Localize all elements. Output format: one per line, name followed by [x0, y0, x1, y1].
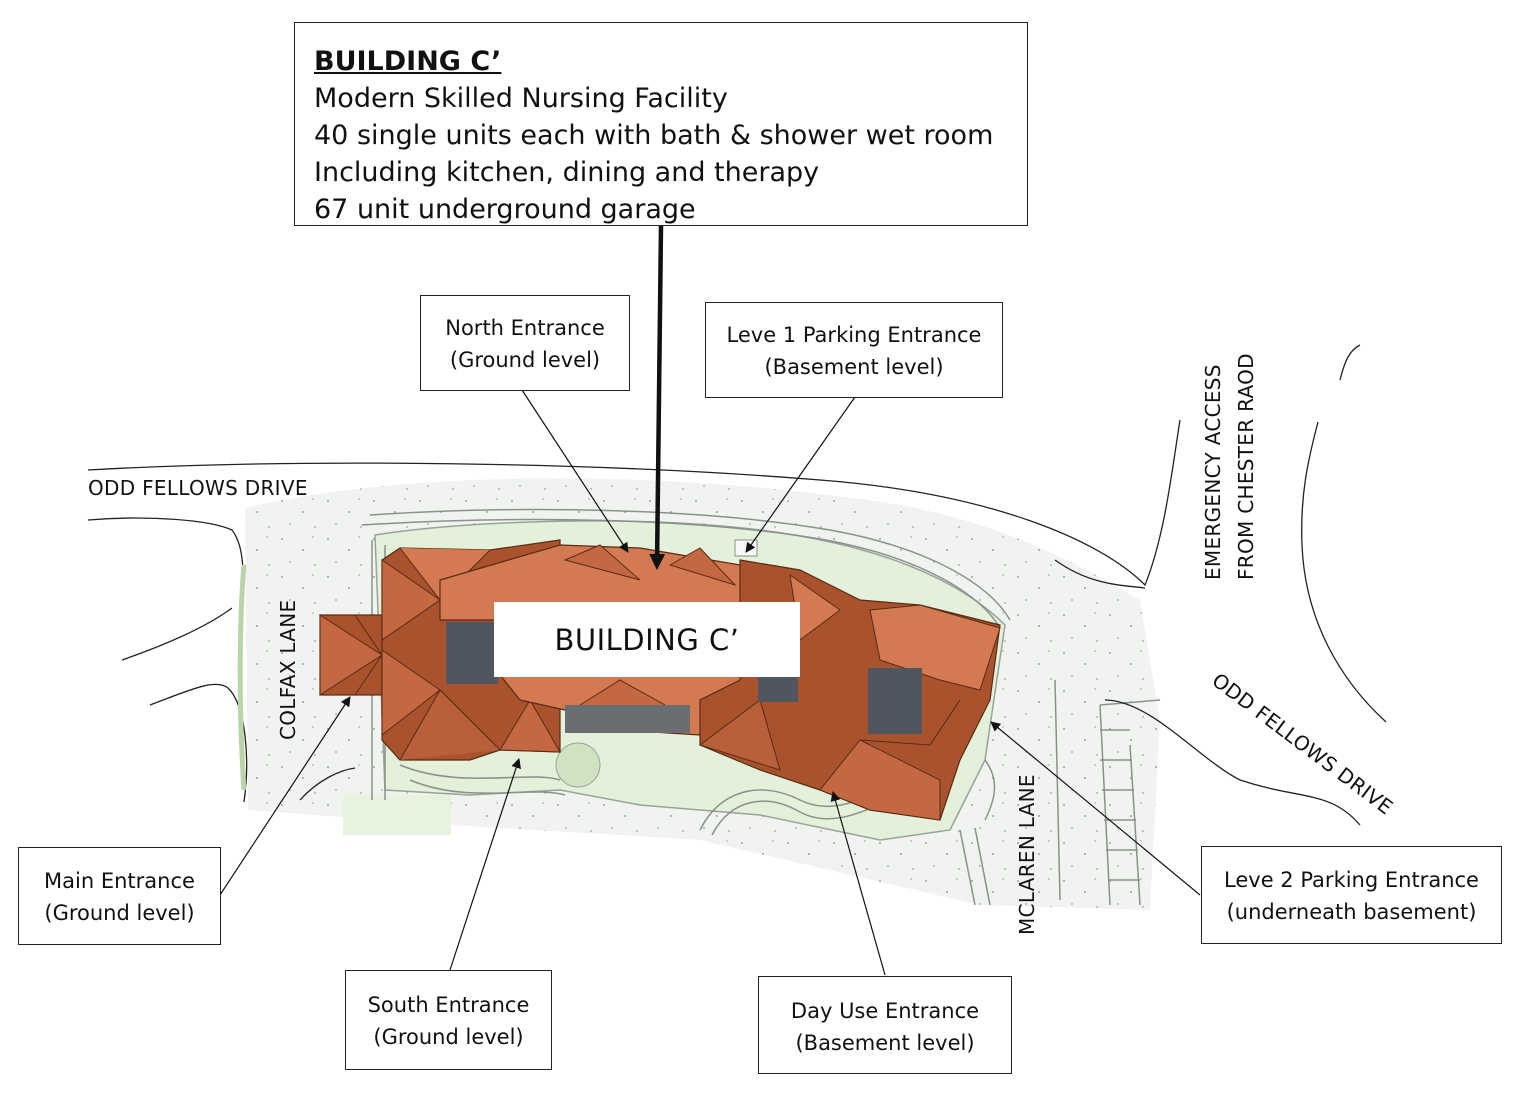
- leader-south: [449, 758, 521, 971]
- building-line-4: 67 unit underground garage: [314, 194, 696, 225]
- walkways: [361, 508, 1011, 906]
- north-entrance-name: North Entrance: [445, 316, 605, 340]
- street-odd-fellows-west: ODD FELLOWS DRIVE: [88, 476, 308, 500]
- street-mclaren-lane: MCLAREN LANE: [1015, 774, 1039, 935]
- building-line-2: 40 single units each with bath & shower …: [314, 120, 994, 151]
- south-entrance-level: (Ground level): [373, 1025, 524, 1049]
- building-line-1: Modern Skilled Nursing Facility: [314, 83, 728, 114]
- lawn-strip-west: [237, 564, 247, 791]
- main-entrance-level: (Ground level): [44, 901, 195, 925]
- north-entrance-level: (Ground level): [449, 348, 601, 372]
- leader-lines: [219, 225, 1201, 976]
- leader-building: [649, 225, 666, 570]
- level1-parking-entrance-level: (Basement level): [764, 355, 944, 379]
- south-entrance-box: South Entrance (Ground level): [345, 970, 552, 1070]
- level2-parking-entrance-level: (underneath basement): [1226, 900, 1477, 924]
- leader-level2: [990, 721, 1201, 896]
- building-plate-label: BUILDING C’: [494, 602, 800, 677]
- main-entrance-name: Main Entrance: [44, 869, 195, 893]
- level1-parking-entrance-box: Leve 1 Parking Entrance (Basement level): [705, 302, 1003, 398]
- level2-parking-entrance-name: Leve 2 Parking Entrance: [1224, 868, 1479, 892]
- main-entrance-box: Main Entrance (Ground level): [18, 847, 221, 945]
- road-lines: [87, 344, 1387, 826]
- level2-parking-entrance-box: Leve 2 Parking Entrance (underneath base…: [1201, 846, 1502, 944]
- day-use-entrance-name: Day Use Entrance: [790, 999, 980, 1023]
- south-entrance-name: South Entrance: [367, 993, 530, 1017]
- building-line-3: Including kitchen, dining and therapy: [314, 157, 820, 188]
- emergency-access-line-2: FROM CHESTER RAOD: [1234, 353, 1258, 580]
- building-plate-text: BUILDING C’: [554, 622, 740, 657]
- leader-main: [219, 696, 351, 896]
- emergency-access-line-1: EMERGENCY ACCESS: [1201, 364, 1225, 580]
- parking-stalls: [1054, 679, 1161, 906]
- building-description-box: BUILDING C’ Modern Skilled Nursing Facil…: [294, 22, 1028, 226]
- level1-parking-entrance-name: Leve 1 Parking Entrance: [726, 323, 982, 347]
- street-colfax-lane: COLFAX LANE: [276, 599, 300, 740]
- day-use-entrance-level: (Basement level): [795, 1031, 975, 1055]
- day-use-entrance-box: Day Use Entrance (Basement level): [758, 976, 1012, 1074]
- leader-level1: [745, 396, 856, 553]
- leader-dayuse: [830, 791, 886, 976]
- north-entrance-box: North Entrance (Ground level): [420, 295, 630, 391]
- leader-north: [521, 389, 629, 553]
- building-title: BUILDING C’: [314, 46, 502, 77]
